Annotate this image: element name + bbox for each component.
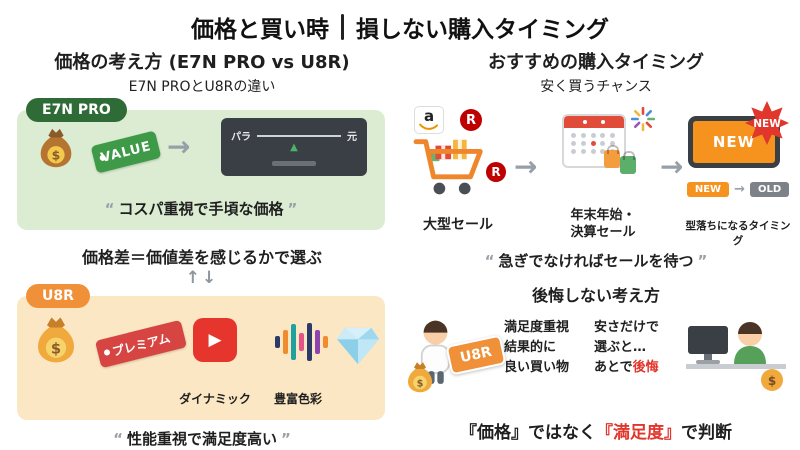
svg-text:$: $: [51, 340, 61, 357]
rakuten-icon: R: [460, 109, 482, 131]
calendar-header: [564, 116, 624, 128]
e7n-pro-badge: E7N PRO: [26, 98, 127, 122]
svg-text:$: $: [52, 148, 61, 163]
left-heading: 価格の考え方 (E7N PRO vs U8R): [54, 52, 350, 73]
regret-heading: 後悔しない考え方: [531, 286, 660, 305]
slider-line: [257, 134, 341, 137]
quote-mark-open: “: [113, 430, 123, 448]
updown-arrows-icon: ↑↓: [185, 268, 219, 288]
regret-text-head: 安さだけで 選ぶと… あとで: [594, 320, 660, 376]
title-part2: 損しない購入タイミング: [356, 17, 609, 43]
step-big-sale: a R R 大型セール: [402, 106, 514, 258]
conclusion-highlight: 『満足度』: [596, 423, 681, 443]
old-chip: OLD: [749, 182, 790, 197]
rakuten-icon: R: [486, 162, 506, 182]
calendar-ring: [583, 120, 587, 124]
e7n-quote-text: コスパ重視で手頃な価格: [118, 200, 284, 218]
money-bag-icon: $: [408, 362, 432, 393]
price-panel: 価格の考え方 (E7N PRO vs U8R) E7N PROとU8Rの違い E…: [12, 48, 392, 448]
svg-text:$: $: [417, 378, 424, 389]
quote-mark-open: “: [484, 252, 495, 270]
person-at-desk-icon: $: [686, 322, 786, 391]
play-icon: ▶: [193, 318, 237, 362]
waveform-icon: [273, 320, 329, 364]
timing-quote-text: 急ぎでなければセールを待つ: [498, 252, 694, 270]
wave-bar: [274, 336, 280, 348]
model-change-label: 型落ちになるタイミング: [685, 220, 791, 247]
conclusion-post: で判断: [681, 423, 732, 443]
u8r-box: $ プレミアム ▶ ダイナミック 豊富色彩: [17, 296, 385, 420]
quote-mark-open: “: [104, 200, 115, 218]
quote-mark-close: ”: [281, 430, 291, 448]
slider-pointer-icon: ▲: [290, 142, 298, 153]
premium-price-tag: プレミアム: [94, 319, 188, 369]
title-divider: [341, 14, 344, 40]
page-title: 価格と買い時 損しない購入タイミング: [0, 10, 800, 44]
conclusion-pre: 『価格』ではなく: [460, 423, 596, 443]
new-tv-screen: NEW: [693, 121, 775, 163]
quote-mark-close: ”: [287, 200, 298, 218]
diamond-icon: [337, 327, 379, 365]
calendar-ring: [601, 120, 605, 124]
wave-bar: [282, 330, 288, 354]
good-purchase-scene: $ U8R 満足度重視 結果的に 良い買い物: [402, 308, 590, 414]
conclusion-statement: 『価格』ではなく 『満足度』 で判断: [400, 418, 792, 443]
u8r-badge: U8R: [26, 284, 90, 308]
regret-scene: 安さだけで 選ぶと… あとで後悔 $: [592, 308, 792, 414]
regret-text: 安さだけで 選ぶと… あとで後悔: [594, 318, 680, 378]
new-chip: NEW: [686, 182, 730, 197]
new-starburst-badge: NEW: [744, 100, 790, 146]
arrow-right-icon: →: [167, 130, 191, 163]
money-bag-icon: $: [38, 317, 74, 363]
title-part1: 価格と買い時: [191, 17, 329, 43]
wave-bar: [314, 330, 320, 354]
tv-label-right: 元: [347, 132, 357, 143]
compare-statement: 価格差＝価値差を感じるかで選ぶ: [81, 248, 322, 267]
money-bag-icon: $: [40, 128, 72, 168]
step-yearend-sale: 年末年始・ 決算セール: [546, 106, 660, 258]
wave-bar: [306, 323, 312, 361]
yearend-sale-label: 年末年始・ 決算セール: [570, 208, 636, 240]
tv-stand: [272, 161, 316, 166]
amazon-smile-icon: [419, 123, 438, 130]
arrow-right-icon: →: [734, 182, 745, 197]
big-sale-label: 大型セール: [423, 217, 493, 233]
person-icon: [420, 320, 451, 384]
good-purchase-text: 満足度重視 結果的に 良い買い物: [504, 320, 570, 376]
right-subheading: 安く買うチャンス: [540, 79, 652, 95]
u8r-quote: “性能重視で満足度高い”: [12, 428, 392, 449]
tv-balance-icon: パラ 元 ▲: [221, 118, 367, 176]
amazon-icon: a: [414, 106, 444, 134]
regret-text-highlight: 後悔: [632, 360, 659, 376]
svg-text:NEW: NEW: [753, 118, 781, 130]
wave-bar: [298, 333, 304, 351]
shopping-cart-icon: [413, 139, 483, 195]
wave-bar: [322, 336, 328, 348]
u8r-quote-text: 性能重視で満足度高い: [126, 430, 277, 448]
tv-screen: パラ 元 ▲: [231, 128, 357, 153]
regret-scenes: $ U8R 満足度重視 結果的に 良い買い物 安さだけで 選ぶと… あとで後悔: [400, 308, 792, 414]
fireworks-icon: [630, 106, 656, 132]
shopping-bag-icon: [620, 151, 636, 174]
left-subheading: E7N PROとU8Rの違い: [128, 79, 276, 95]
e7n-quote: “コスパ重視で手頃な価格”: [17, 198, 385, 219]
rich-color-label: 豊富色彩: [273, 392, 322, 406]
amazon-letter: a: [423, 106, 435, 125]
value-price-tag: VALUE: [90, 130, 162, 174]
step-model-change: NEW NEW NEW → OLD 型落ちになるタイミング: [684, 100, 792, 258]
tv-label-left: パラ: [231, 132, 251, 143]
dynamic-label: ダイナミック: [179, 392, 251, 406]
model-transition: NEW → OLD: [684, 182, 792, 197]
timing-steps: a R R 大型セール: [400, 100, 792, 258]
arrow-right-icon: →: [514, 150, 538, 183]
timing-quote: “急ぎでなければセールを待つ”: [400, 250, 792, 271]
right-heading: おすすめの購入タイミング: [488, 52, 704, 73]
wave-bar: [290, 324, 296, 360]
arrow-right-icon: →: [660, 150, 684, 183]
svg-text:$: $: [768, 374, 776, 388]
shopping-bag-icon: [604, 145, 620, 168]
quote-mark-close: ”: [697, 252, 708, 270]
timing-panel: おすすめの購入タイミング 安く買うチャンス a R: [400, 48, 792, 448]
e7n-box: $ VALUE → パラ 元 ▲ “コスパ重視で手頃な価格”: [17, 110, 385, 230]
